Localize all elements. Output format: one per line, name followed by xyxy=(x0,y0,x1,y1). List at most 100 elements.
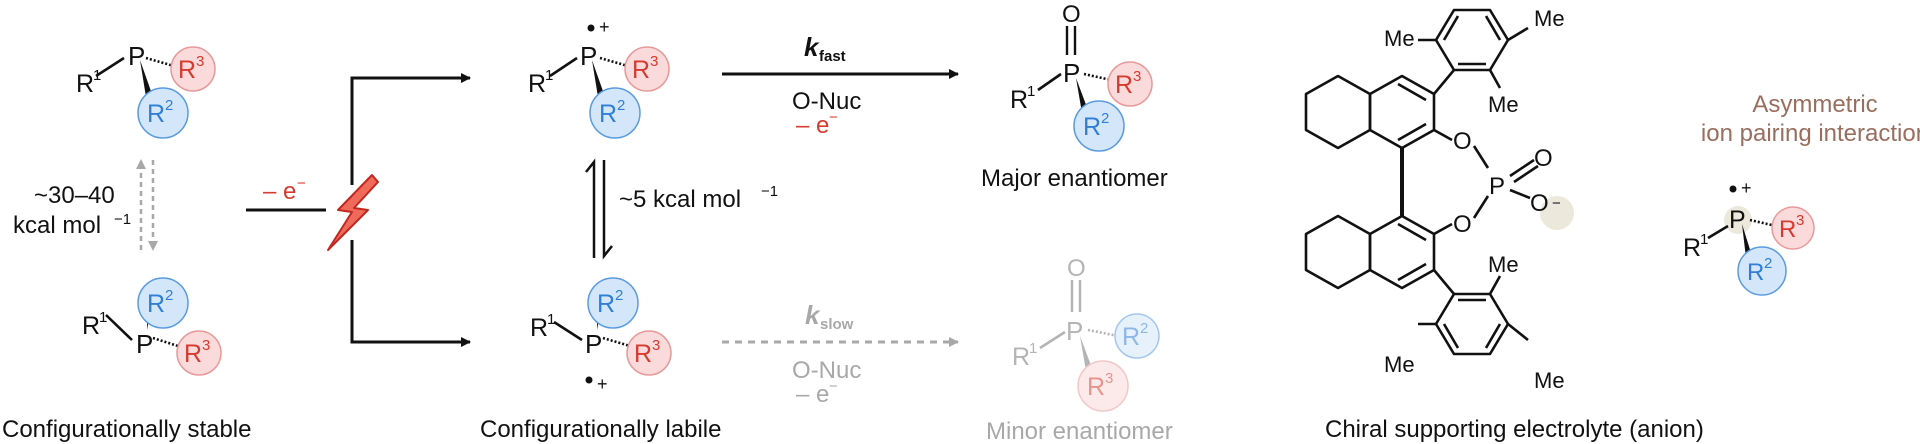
svg-text:3: 3 xyxy=(652,337,660,354)
r1-label: R xyxy=(1683,234,1701,262)
svg-text:O: O xyxy=(1530,190,1549,217)
phosphorus-atom: P xyxy=(128,41,145,71)
r3-label: R xyxy=(634,340,652,368)
chiral-phosphate-anion xyxy=(1304,8,1539,356)
svg-text:2: 2 xyxy=(615,287,623,304)
svg-text:3: 3 xyxy=(202,337,210,354)
svg-text:3: 3 xyxy=(1105,370,1113,387)
radical-cation-top: + P R 1 R 3 R 2 xyxy=(528,17,670,139)
svg-text:2: 2 xyxy=(1764,255,1772,272)
r3-circle xyxy=(626,330,672,376)
r1-label: R xyxy=(528,70,546,98)
phosphate-labels: O O P O O − Me Me Me Me Me Me xyxy=(1384,6,1565,393)
r2-circle xyxy=(1073,100,1125,152)
r3-circle xyxy=(170,46,216,92)
svg-text:2: 2 xyxy=(165,287,173,304)
interconversion-label: ~5 kcal mol xyxy=(619,186,741,213)
r2-circle xyxy=(1737,246,1787,296)
caption-major: Major enantiomer xyxy=(981,165,1168,192)
r3-circle xyxy=(176,330,222,376)
svg-text:Me: Me xyxy=(1488,252,1519,277)
svg-text:+: + xyxy=(599,17,610,37)
svg-text:Me: Me xyxy=(1488,92,1519,117)
svg-text:3: 3 xyxy=(196,53,204,70)
r1-label: R xyxy=(76,70,94,98)
svg-text:−: − xyxy=(297,175,306,192)
stable-phosphine-bottom: P R 1 R 2 R 3 xyxy=(82,277,222,376)
phosphorus-atom: P xyxy=(1063,58,1080,88)
r3-label: R xyxy=(184,340,202,368)
svg-text:O: O xyxy=(1534,145,1553,172)
slow-electron-loss: – e xyxy=(796,381,829,408)
svg-text:−: − xyxy=(829,378,838,395)
r3-label: R xyxy=(632,56,650,84)
r2-circle xyxy=(587,277,639,329)
svg-text:1: 1 xyxy=(545,67,553,84)
r2-circle xyxy=(137,87,189,139)
svg-text:fast: fast xyxy=(819,48,846,65)
svg-text:+: + xyxy=(597,374,608,394)
k-slow: k xyxy=(805,300,821,330)
svg-text:+: + xyxy=(1741,178,1752,198)
svg-text:1: 1 xyxy=(1027,83,1035,100)
svg-text:1: 1 xyxy=(93,67,101,84)
slow-inversion-arrows xyxy=(136,159,158,251)
r3-label: R xyxy=(1087,373,1105,401)
r2-label: R xyxy=(147,290,165,318)
oxygen-atom: O xyxy=(1067,255,1086,282)
phosphorus-atom: P xyxy=(1729,206,1746,234)
svg-text:3: 3 xyxy=(1796,212,1804,229)
fast-equilibrium-arrows xyxy=(585,158,613,260)
caption-labile: Configurationally labile xyxy=(480,416,721,443)
r1-label: R xyxy=(530,314,548,342)
r1-label: R xyxy=(1012,343,1030,371)
svg-text:1: 1 xyxy=(1700,231,1708,248)
branch-arrows xyxy=(350,73,471,347)
svg-text:Me: Me xyxy=(1384,352,1415,377)
anion-highlight xyxy=(1540,196,1574,230)
oxidation-label: – e xyxy=(263,178,296,205)
r3-circle xyxy=(624,46,670,92)
ion-pairing-label: Asymmetric xyxy=(1752,91,1877,118)
svg-text:P: P xyxy=(1489,173,1505,200)
slow-nucleophile: O-Nuc xyxy=(792,357,861,384)
r3-label: R xyxy=(178,56,196,84)
phosphorus-atom: P xyxy=(136,329,153,359)
minor-phosphine-oxide: O P R 1 R 2 R 3 xyxy=(1012,255,1160,412)
r2-label: R xyxy=(1747,259,1764,286)
r2-circle xyxy=(589,87,641,139)
svg-text:2: 2 xyxy=(1101,110,1109,127)
r2-circle xyxy=(137,277,189,329)
r3-label: R xyxy=(1115,71,1133,99)
oxygen-atom: O xyxy=(1062,1,1081,28)
k-fast: k xyxy=(804,32,820,62)
r2-label: R xyxy=(147,100,165,128)
svg-text:Me: Me xyxy=(1534,368,1565,393)
paired-radical-cation: + P R 1 R 3 R 2 xyxy=(1683,178,1815,296)
svg-text:−1: −1 xyxy=(114,211,131,228)
fast-nucleophile: O-Nuc xyxy=(792,88,861,115)
svg-text:Me: Me xyxy=(1534,6,1565,31)
r3-circle xyxy=(1771,206,1815,250)
ion-pairing-label-2: ion pairing interaction xyxy=(1701,120,1920,147)
caption-stable: Configurationally stable xyxy=(2,416,251,443)
r3-label: R xyxy=(1779,216,1796,243)
svg-text:1: 1 xyxy=(99,309,107,326)
svg-text:2: 2 xyxy=(617,97,625,114)
r1-label: R xyxy=(1010,86,1028,114)
r2-label: R xyxy=(1083,113,1101,141)
r2-circle xyxy=(1114,313,1160,359)
svg-text:O: O xyxy=(1453,128,1472,155)
svg-text:−1: −1 xyxy=(761,183,778,200)
svg-text:O: O xyxy=(1453,211,1472,238)
svg-text:Me: Me xyxy=(1384,26,1415,51)
barrier-unit: kcal mol xyxy=(13,212,101,239)
major-phosphine-oxide: O P R 1 R 3 R 2 xyxy=(1010,1,1153,152)
svg-text:1: 1 xyxy=(547,311,555,328)
barrier-label: ~30–40 xyxy=(34,182,115,209)
r2-label: R xyxy=(1122,323,1140,351)
phosphorus-atom: P xyxy=(585,329,602,359)
svg-text:slow: slow xyxy=(820,316,854,333)
r1-label: R xyxy=(82,312,100,340)
r2-label: R xyxy=(599,100,617,128)
